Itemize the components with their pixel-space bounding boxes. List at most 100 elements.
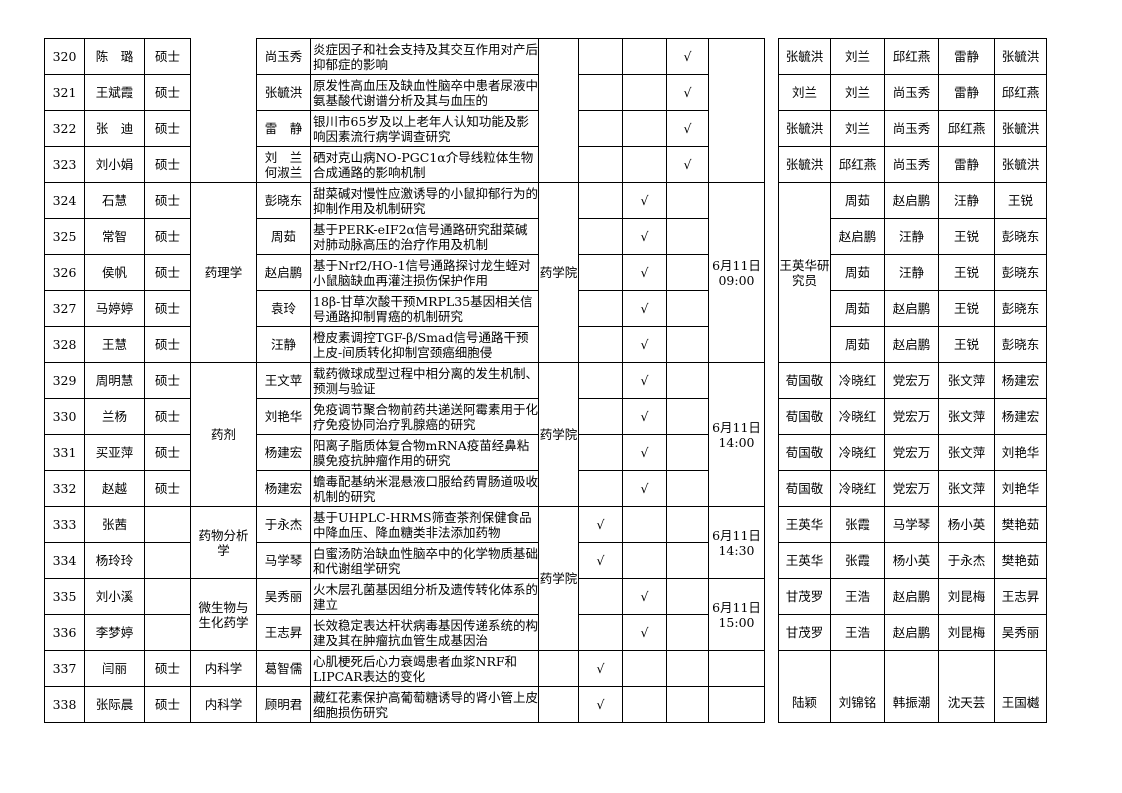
committee-member: 吴秀丽: [994, 614, 1047, 651]
check-mark: [578, 38, 623, 75]
committee-member: 邱红燕: [994, 74, 1047, 111]
check-mark: [578, 254, 623, 291]
committee-member: 张文萍: [938, 362, 995, 399]
college-blank: [538, 686, 579, 723]
student-name: 刘小溪: [84, 578, 145, 615]
committee-member: 赵启鹏: [884, 182, 939, 219]
major: 内科学: [190, 650, 257, 687]
defense-time: 6月11日 14:30: [708, 506, 765, 579]
committee-member: 马学琴: [884, 506, 939, 543]
check-mark: [666, 218, 709, 255]
committee-member: 樊艳茹: [994, 542, 1047, 579]
advisor: 葛智儒: [256, 650, 311, 687]
check-mark: [622, 110, 667, 147]
committee-member: 党宏万: [884, 470, 939, 507]
check-mark: [666, 290, 709, 327]
degree: 硕士: [144, 218, 191, 255]
check-mark: [578, 578, 623, 615]
thesis-title: 蟾毒配基纳米混悬液口服给药胃肠道吸收机制的研究: [310, 470, 539, 507]
committee-member: 张霞: [830, 542, 885, 579]
row-number: 332: [44, 470, 85, 507]
spacer: [764, 38, 779, 75]
spacer: [764, 254, 779, 291]
spacer: [764, 110, 779, 147]
committee-member: 刘兰: [830, 74, 885, 111]
row-number: 323: [44, 146, 85, 183]
chair: 张毓洪: [778, 38, 831, 75]
committee-member: 张毓洪: [994, 110, 1047, 147]
student-name: 侯帆: [84, 254, 145, 291]
thesis-title-text: 银川市65岁及以上老年人认知功能及影响因素流行病学调查研究: [313, 113, 529, 144]
committee-member: 刘艳华: [994, 470, 1047, 507]
row-number: 337: [44, 650, 85, 687]
advisor: 尚玉秀: [256, 38, 311, 75]
chair: 刘兰: [778, 74, 831, 111]
major: 内科学: [190, 686, 257, 723]
advisor: 周茹: [256, 218, 311, 255]
time-blank: [708, 686, 765, 723]
degree: 硕士: [144, 254, 191, 291]
committee-member: 周茹: [830, 290, 885, 327]
committee-member: 杨建宏: [994, 362, 1047, 399]
check-mark: [578, 326, 623, 363]
row-number: 329: [44, 362, 85, 399]
committee-member: 冷晓红: [830, 470, 885, 507]
committee-member: 邱红燕: [830, 146, 885, 183]
thesis-title-text: 火木层孔菌基因组分析及遗传转化体系的建立: [313, 581, 538, 612]
thesis-title: 甜菜碱对慢性应激诱导的小鼠抑郁行为的抑制作用及机制研究: [310, 182, 539, 219]
advisor: 杨建宏: [256, 470, 311, 507]
degree: [144, 542, 191, 579]
thesis-title-text: 炎症因子和社会支持及其交互作用对产后抑郁症的影响: [313, 41, 538, 72]
thesis-title: 橙皮素调控TGF-β/Smad信号通路干预上皮-间质转化抑制宫颈癌细胞侵: [310, 326, 539, 363]
committee-member: 张霞: [830, 506, 885, 543]
committee-member: 赵启鹏: [884, 614, 939, 651]
committee-member: 王国樾: [994, 650, 1047, 723]
committee-member: 刘兰: [830, 110, 885, 147]
check-mark: √: [622, 362, 667, 399]
student-name: 李梦婷: [84, 614, 145, 651]
cut-off-name: 王国樾: [1001, 695, 1040, 710]
check-mark: [666, 398, 709, 435]
advisor: 王志昇: [256, 614, 311, 651]
committee-member: 刘锦铭: [830, 650, 885, 723]
committee-member: 张文萍: [938, 470, 995, 507]
spacer: [764, 650, 779, 687]
check-mark: √: [622, 218, 667, 255]
committee-member: 赵启鹏: [884, 578, 939, 615]
committee-member: 尚玉秀: [884, 146, 939, 183]
check-mark: [578, 74, 623, 111]
thesis-title-text: 18β-甘草次酸干预MRPL35基因相关信号通路抑制胃癌的机制研究: [313, 293, 533, 324]
chair: 甘茂罗: [778, 614, 831, 651]
committee-member: 彭晓东: [994, 290, 1047, 327]
committee-member: 赵启鹏: [884, 326, 939, 363]
check-mark: √: [622, 398, 667, 435]
committee-member: 周茹: [830, 326, 885, 363]
check-mark: √: [666, 146, 709, 183]
committee-member: 杨小英: [884, 542, 939, 579]
committee-member: 雷静: [938, 38, 995, 75]
check-mark: [622, 542, 667, 579]
thesis-title: 载药微球成型过程中相分离的发生机制、预测与验证: [310, 362, 539, 399]
committee-member: 冷晓红: [830, 362, 885, 399]
committee-member: 赵启鹏: [830, 218, 885, 255]
major: 药理学: [190, 182, 257, 363]
spacer: [764, 470, 779, 507]
check-mark: [578, 434, 623, 471]
check-mark: √: [622, 614, 667, 651]
defense-time: 6月11日 15:00: [708, 578, 765, 651]
check-mark: √: [622, 290, 667, 327]
degree: 硕士: [144, 38, 191, 75]
committee-member: 张文萍: [938, 434, 995, 471]
committee-member: 冷晓红: [830, 398, 885, 435]
committee-member: 邱红燕: [884, 38, 939, 75]
thesis-title: 原发性高血压及缺血性脑卒中患者尿液中氨基酸代谢谱分析及其与血压的: [310, 74, 539, 111]
chair: 荀国敬: [778, 398, 831, 435]
check-mark: [666, 578, 709, 615]
committee-member: 赵启鹏: [884, 290, 939, 327]
row-number: 334: [44, 542, 85, 579]
